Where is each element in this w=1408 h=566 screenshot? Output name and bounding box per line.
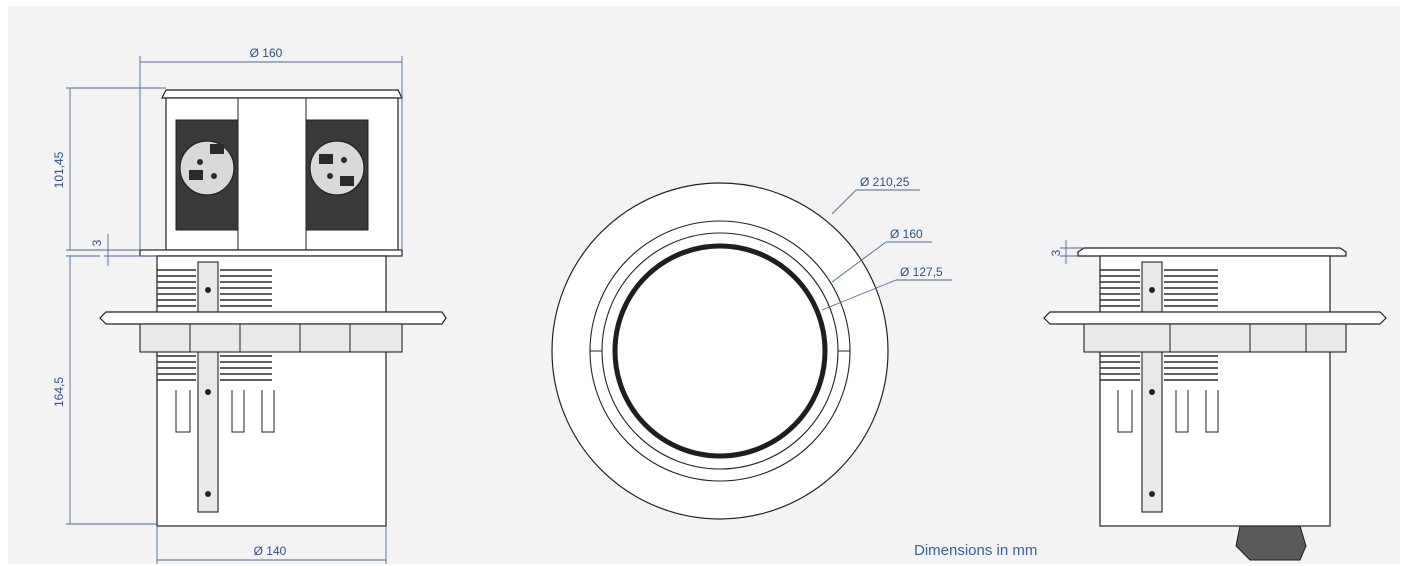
dim-label-height-lower: 164,5 [52, 377, 66, 407]
front-flange [139, 249, 403, 257]
front-thread-left [157, 269, 196, 381]
units-caption: Dimensions in mm [914, 542, 1038, 559]
dim-label-ring-diameter: Ø 160 [890, 227, 923, 241]
top-lid [612, 243, 828, 459]
side-dimensions [1060, 240, 1084, 264]
side-flange [1077, 247, 1347, 257]
front-view [99, 89, 447, 527]
side-ring-collar [1083, 323, 1347, 353]
dim-label-top-diameter: Ø 160 [250, 46, 283, 60]
front-left-socket [179, 140, 235, 196]
side-thread-center [1164, 269, 1218, 381]
dim-label-inner-diameter: Ø 127,5 [900, 265, 943, 279]
front-mounting-ring [99, 311, 447, 325]
front-thread-center [220, 269, 272, 381]
side-clamp-rail [1141, 261, 1163, 513]
side-body [1099, 255, 1331, 527]
dim-label-outer-diameter: Ø 210,25 [860, 175, 910, 189]
dim-label-flange-thickness: 3 [90, 239, 104, 246]
dim-label-side-flange-thickness: 3 [1049, 249, 1063, 256]
dim-label-height-upper: 101,45 [52, 151, 66, 188]
front-top-cap [161, 89, 403, 99]
side-cable-outlet [1235, 525, 1307, 561]
dim-label-body-diameter: Ø 140 [254, 544, 287, 558]
front-ring-collar [139, 323, 403, 353]
top-dimensions [821, 189, 952, 311]
front-lower-body [156, 255, 387, 527]
front-right-socket [309, 140, 365, 196]
top-view [551, 182, 889, 520]
side-mounting-ring [1043, 311, 1387, 325]
front-clamp-rail [197, 261, 219, 513]
front-dimensions [66, 56, 403, 564]
side-thread-left [1100, 269, 1140, 381]
side-view [1043, 247, 1387, 561]
